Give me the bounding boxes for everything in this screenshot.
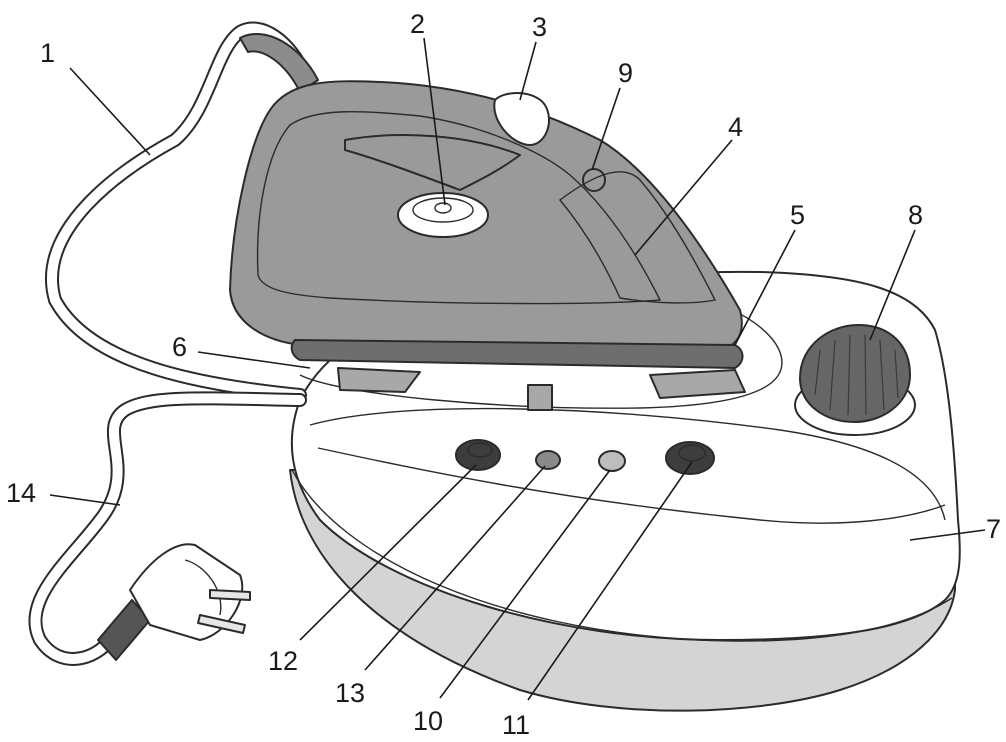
leader-line-1 [69, 67, 151, 156]
power-switch-boiler [455, 439, 501, 471]
temperature-dial [799, 324, 911, 423]
rest-pad-center [527, 384, 553, 411]
iron-side-panel [256, 110, 662, 305]
base-rim-line [291, 469, 953, 642]
rest-pad-left [337, 367, 421, 393]
water-filler-cap-center [434, 202, 452, 214]
callout-numbers: 1 2 3 4 5 6 7 8 9 10 11 12 13 14 [6, 9, 1001, 740]
callout-10: 10 [413, 706, 443, 736]
power-switch-iron [665, 441, 715, 475]
callout-12: 12 [268, 646, 298, 676]
indicator-light-13 [535, 450, 561, 470]
iron-soleplate [290, 339, 744, 369]
iron-handle-opening [344, 134, 521, 191]
leader-line-9 [591, 87, 621, 171]
base-panel-groove-lower [317, 447, 946, 524]
power-switch-boiler-rocker [467, 442, 493, 458]
leader-line-8 [869, 229, 916, 341]
steam-iron [229, 80, 744, 369]
callout-8: 8 [908, 200, 923, 230]
rest-pad-right [649, 369, 746, 399]
leader-line-12 [299, 464, 477, 641]
power-switch-iron-rocker [678, 444, 706, 462]
base-panel-groove [309, 407, 946, 521]
leader-line-7 [909, 529, 986, 541]
callout-5: 5 [790, 200, 805, 230]
callout-13: 13 [335, 678, 365, 708]
leader-line-13 [364, 465, 546, 671]
iron-indicator-light [582, 168, 606, 192]
plug-body [129, 543, 244, 641]
control-panel [455, 324, 916, 475]
dial-grip-lines [814, 334, 899, 416]
leader-line-11 [527, 461, 693, 701]
cord-strain-relief [239, 33, 319, 93]
water-filler-cap [397, 192, 489, 238]
plug-face [184, 559, 222, 616]
leader-line-5 [734, 229, 796, 346]
iron-front-fascia [558, 171, 717, 304]
indicator-light-10 [598, 450, 626, 472]
plug-pin-lower [197, 614, 246, 634]
callout-14: 14 [6, 478, 36, 508]
callout-3: 3 [532, 12, 547, 42]
cord-to-iron-inner [47, 23, 310, 400]
mains-plug [97, 543, 251, 661]
water-filler-cap-inner [412, 197, 474, 223]
leader-line-14 [49, 494, 121, 506]
callout-9: 9 [618, 58, 633, 88]
power-cord [28, 21, 319, 666]
iron-rest-cavity [299, 304, 783, 409]
callout-11: 11 [502, 710, 530, 740]
leader-line-6 [197, 351, 311, 369]
leader-line-3 [519, 41, 537, 101]
leader-line-4 [634, 139, 733, 256]
leader-line-10 [439, 469, 611, 699]
callout-2: 2 [410, 9, 425, 39]
plug-pin-upper [209, 589, 251, 601]
leader-line-2 [423, 37, 446, 206]
callout-6: 6 [172, 332, 187, 362]
callout-7: 7 [986, 514, 1001, 544]
callout-4: 4 [728, 112, 743, 142]
cord-to-plug-inner [30, 393, 305, 664]
callout-1: 1 [40, 38, 55, 68]
leader-lines [49, 37, 986, 701]
